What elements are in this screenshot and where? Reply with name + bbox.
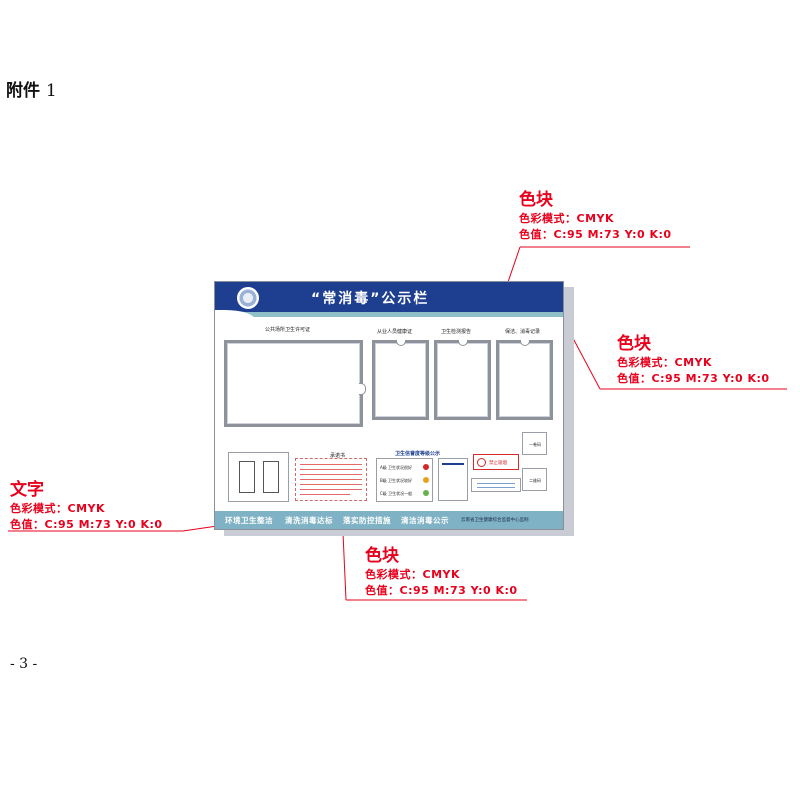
footer-color-block: 环境卫生整洁 清洗消毒达标 落实防控措施 清洁消毒公示 云南省卫生健康综合监督中… <box>215 511 563 529</box>
footer-org: 云南省卫生健康综合监督中心监制 <box>461 518 529 523</box>
grade-panel: A级 卫生状况很好 B级 卫生状况较好 C级 卫生状况一般 <box>376 458 433 502</box>
grade-a-dot <box>423 464 429 470</box>
footer-slogan-1: 环境卫生整洁 <box>225 516 273 525</box>
notice-label: 承诺书 <box>330 453 346 459</box>
header-stripe <box>215 312 563 317</box>
slot-2: 二维码 <box>522 468 547 491</box>
cert-label-3: 保洁、消毒记录 <box>505 329 541 335</box>
grade-item-a: A级 卫生状况很好 <box>380 465 413 470</box>
board-title: “常消毒”公示栏 <box>311 291 430 307</box>
cert-frame-3 <box>496 340 553 420</box>
callout-left: 文字 色彩模式：CMYK 色值：C:95 M:73 Y:0 K:0 <box>10 480 163 531</box>
page-number: - 3 - <box>10 656 38 672</box>
license-label: 公共场所卫生许可证 <box>265 327 311 333</box>
wifi-card <box>471 478 521 492</box>
callout-bottom: 色块 色彩模式：CMYK 色值：C:95 M:73 Y:0 K:0 <box>365 546 518 597</box>
slot-1: 一卷码 <box>522 432 547 455</box>
grade-card <box>438 458 468 501</box>
emblem-icon <box>237 287 259 309</box>
leader-top <box>506 246 521 286</box>
notice-panel <box>295 458 367 501</box>
footer-slogan-2: 清洗消毒达标 <box>285 516 333 525</box>
attachment-label: 附件 1 <box>6 81 57 101</box>
callout-right: 色块 色彩模式：CMYK 色值：C:95 M:73 Y:0 K:0 <box>617 334 770 385</box>
no-smoking-sign: 禁止吸烟 <box>473 454 519 470</box>
bulletin-board: “常消毒”公示栏 公共场所卫生许可证 从业人员健康证 卫生检测报告 保洁、消毒记… <box>214 281 564 530</box>
cert-label-1: 从业人员健康证 <box>377 329 413 335</box>
footer-slogan-3: 落实防控措施 <box>343 516 391 525</box>
cert-frame-2 <box>434 340 491 420</box>
grade-b-dot <box>423 477 429 483</box>
cert-frame-1 <box>372 340 429 420</box>
header-curve <box>215 310 255 320</box>
header-color-block <box>215 282 563 312</box>
grade-c-dot <box>423 490 429 496</box>
photo-frame <box>228 452 289 502</box>
grade-item-b: B级 卫生状况较好 <box>380 478 413 483</box>
license-frame <box>224 340 366 427</box>
footer-slogan-4: 清洁消毒公示 <box>401 516 449 525</box>
callout-top: 色块 色彩模式：CMYK 色值：C:95 M:73 Y:0 K:0 <box>519 190 672 241</box>
grade-title: 卫生信誉度等级公示 <box>395 451 441 457</box>
no-smoking-icon <box>477 458 486 467</box>
cert-label-2: 卫生检测报告 <box>441 329 472 335</box>
grade-item-c: C级 卫生状况一般 <box>380 491 413 496</box>
leader-bottom <box>342 532 347 601</box>
